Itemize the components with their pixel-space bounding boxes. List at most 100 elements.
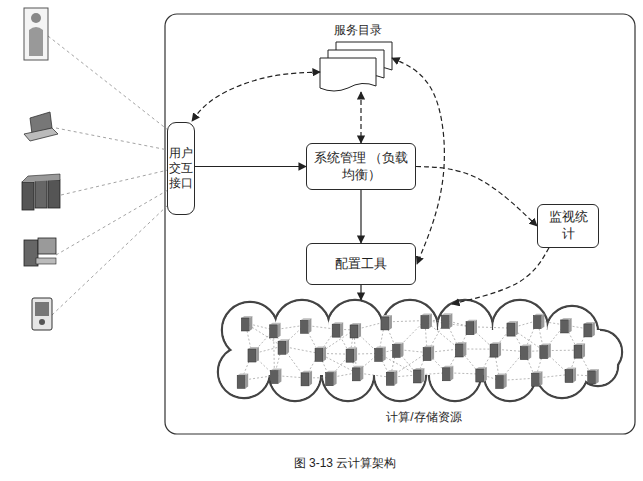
drawing-stroke xyxy=(270,371,278,384)
drawing-stroke xyxy=(496,374,507,389)
drawing-stroke xyxy=(375,348,383,361)
process-box: 监视统计 xyxy=(537,204,599,248)
drawing-stroke xyxy=(250,330,600,375)
drawing-stroke xyxy=(35,178,47,208)
drawing-stroke xyxy=(315,348,323,361)
drawing-stroke xyxy=(386,372,394,385)
drawing-stroke xyxy=(393,342,404,357)
drawing-stroke xyxy=(423,348,431,361)
drawing-stroke xyxy=(248,349,256,362)
drawing-stroke xyxy=(61,170,168,195)
node-label: 配置工具 xyxy=(335,256,387,273)
drawing-stroke xyxy=(450,366,453,381)
phone-icon xyxy=(32,298,52,330)
drawing-stroke xyxy=(354,347,357,362)
drawing-stroke xyxy=(332,324,340,337)
drawing-stroke xyxy=(449,313,452,328)
drawing-stroke xyxy=(507,321,518,336)
drawing-stroke xyxy=(441,315,449,328)
connector xyxy=(416,167,537,226)
process-box: 配置工具 xyxy=(306,243,416,285)
drawing-stroke xyxy=(245,373,248,388)
drawing-stroke xyxy=(278,341,286,354)
drawing-stroke xyxy=(237,313,599,388)
server-rack-icon xyxy=(22,174,60,210)
client-links xyxy=(48,36,168,315)
drawing-stroke xyxy=(531,373,539,386)
drawing-stroke xyxy=(300,318,311,333)
drawing-stroke xyxy=(584,324,592,337)
drawing-stroke xyxy=(35,302,49,316)
drawing-stroke xyxy=(588,371,596,384)
drawing-stroke xyxy=(350,323,361,338)
connector xyxy=(195,166,306,167)
drawing-stroke xyxy=(346,347,357,362)
drawing-stroke xyxy=(36,258,56,264)
drawing-stroke xyxy=(413,370,421,383)
drawing-stroke xyxy=(596,369,599,384)
drawing-stroke xyxy=(352,368,360,381)
drawing-stroke xyxy=(421,316,429,329)
drawing-stroke xyxy=(540,346,548,359)
drawing-stroke xyxy=(249,316,252,331)
drawing-stroke xyxy=(332,322,343,337)
drawing-stroke xyxy=(32,298,52,330)
drawing-stroke xyxy=(528,345,531,360)
drawing-stroke xyxy=(301,373,309,386)
drawing-stroke xyxy=(507,323,515,336)
drawing-stroke xyxy=(548,344,551,359)
drawing-stroke xyxy=(300,320,308,333)
system-frame xyxy=(165,14,635,434)
drawing-stroke xyxy=(539,371,542,386)
drawing-stroke xyxy=(56,190,168,255)
drawing-stroke xyxy=(592,322,595,337)
drawing-stroke xyxy=(476,369,484,382)
drawing-stroke xyxy=(352,366,363,381)
connector xyxy=(452,248,549,304)
drawing-stroke xyxy=(270,323,281,338)
drawing-stroke xyxy=(466,322,474,335)
drawing-stroke xyxy=(320,58,376,91)
drawing-stroke xyxy=(323,346,326,361)
drawing-stroke xyxy=(588,369,599,384)
drawing-stroke xyxy=(360,366,363,381)
drawing-stroke xyxy=(278,339,289,354)
drawing-stroke xyxy=(48,36,168,130)
drawing-stroke xyxy=(375,346,386,361)
drawing-stroke xyxy=(533,316,541,329)
drawing-stroke xyxy=(301,371,312,386)
drawing-stroke xyxy=(278,323,281,338)
drawing-stroke xyxy=(533,314,544,329)
drawing-stroke xyxy=(346,349,354,362)
drawing-stroke xyxy=(326,371,337,386)
drawing-stroke xyxy=(463,342,466,357)
drawing-stroke xyxy=(565,367,576,382)
cloud-illustration xyxy=(218,300,622,401)
drawing-stroke xyxy=(308,318,311,333)
drawing-stroke xyxy=(520,347,528,360)
drawing-stroke xyxy=(484,367,487,382)
drawing-stroke xyxy=(358,323,361,338)
drawing-stroke xyxy=(350,325,358,338)
drawing-stroke xyxy=(241,318,249,331)
resource-cloud: 计算/存储资源 xyxy=(214,298,634,428)
node-label: 服务目录 xyxy=(334,23,382,39)
drawing-stroke xyxy=(582,343,585,358)
drawing-stroke xyxy=(31,13,41,23)
drawing-stroke xyxy=(56,128,168,150)
drawing-stroke xyxy=(248,347,259,362)
drawing-stroke xyxy=(421,368,424,383)
drawing-stroke xyxy=(334,371,337,386)
drawing-stroke xyxy=(389,315,392,330)
connector xyxy=(360,285,361,300)
drawing-stroke xyxy=(24,128,58,141)
drawing-stroke xyxy=(441,313,452,328)
node-label: 系统管理 （负载均衡） xyxy=(313,150,409,184)
drawing-stroke xyxy=(429,314,432,329)
drawing-stroke xyxy=(496,376,504,389)
drawing-stroke xyxy=(474,320,477,335)
drawing-stroke xyxy=(22,182,34,210)
node-label: 监视统计 xyxy=(544,209,592,243)
process-box: 系统管理 （负载均衡） xyxy=(306,143,416,190)
